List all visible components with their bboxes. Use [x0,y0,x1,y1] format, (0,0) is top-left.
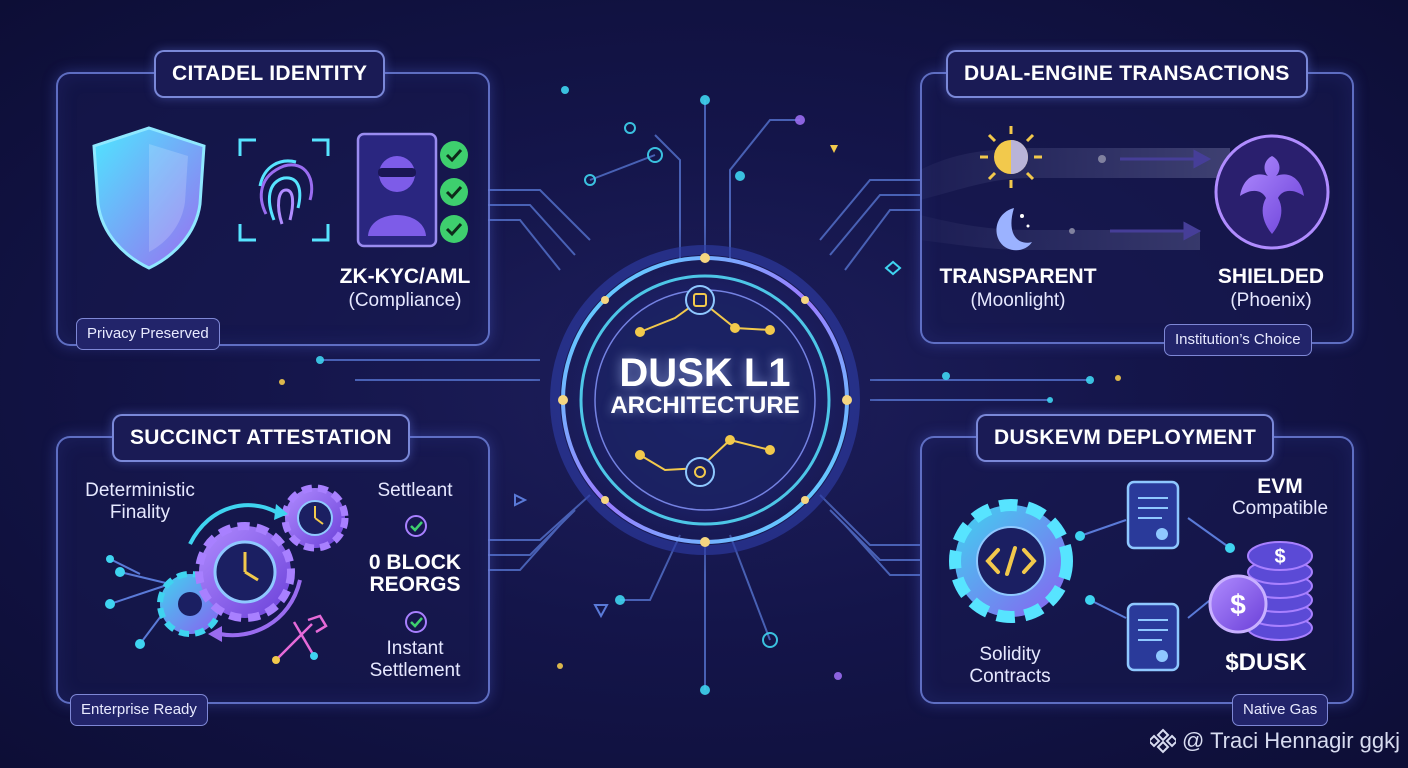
tag-enterprise-ready: Enterprise Ready [70,694,208,726]
center-subtitle: ARCHITECTURE [610,392,800,419]
masked-user-icon [356,132,438,248]
code-gear-icon [949,499,1073,623]
dusk-token-label: $DUSK [1225,649,1307,676]
check-icon [405,515,427,537]
svg-text:$: $ [1274,546,1285,568]
solidity-label: Solidity [979,644,1041,665]
watermark: @ Traci Hennagir ggkj [1150,728,1400,754]
settleant-label: Settleant [377,480,453,501]
gear-clock-icon [105,484,349,649]
panel-title-succinct-attestation: SUCCINCT ATTESTATION [112,414,410,462]
phoenix-label: (Phoenix) [1230,290,1312,311]
shield-icon [92,126,206,270]
evm-label: EVM [1257,475,1303,498]
tag-institutions-choice: Institution’s Choice [1164,324,1312,356]
transparent-label: TRANSPARENT [939,265,1097,288]
zk-kyc-label: ZK-KYC/AML [339,265,471,288]
sun-icon [980,126,1042,188]
svg-text:$: $ [1230,589,1246,620]
document-icon [1126,602,1180,672]
center-title: DUSK L1 [619,351,791,395]
fingerprint-icon [238,138,330,242]
document-icon [1126,480,1180,550]
watermark-text: @ Traci Hennagir ggkj [1182,728,1400,753]
hub-gear-icon [685,457,715,487]
panel-title-dual-engine: DUAL-ENGINE TRANSACTIONS [946,50,1308,98]
phoenix-icon [1214,134,1330,250]
binance-logo-icon [1150,728,1177,754]
finality-label: Finality [109,502,171,523]
moonlight-label: (Moonlight) [970,290,1066,311]
node-icon [685,285,715,315]
zero-block-label: 0 BLOCK [368,551,462,574]
compatible-label: Compatible [1231,498,1329,519]
block-tools-icon [272,614,328,664]
settlement-label: Settlement [369,660,461,681]
check-icon [405,611,427,633]
tag-native-gas: Native Gas [1232,694,1329,726]
moon-icon [996,208,1032,251]
coin-stack-icon: $ $ [1208,541,1313,641]
check-icon [440,141,468,243]
deterministic-label: Deterministic [85,480,195,501]
panel-title-citadel-identity: CITADEL IDENTITY [154,50,386,98]
tag-privacy-preserved: Privacy Preserved [76,318,220,350]
contracts-label: Contracts [969,666,1051,687]
circuit-traces [320,100,1090,690]
compliance-label: (Compliance) [348,290,462,311]
reorgs-label: REORGS [369,573,461,596]
instant-label: Instant [386,638,444,659]
shielded-label: SHIELDED [1217,265,1325,288]
panel-title-duskevm: DUSKEVM DEPLOYMENT [976,414,1275,462]
